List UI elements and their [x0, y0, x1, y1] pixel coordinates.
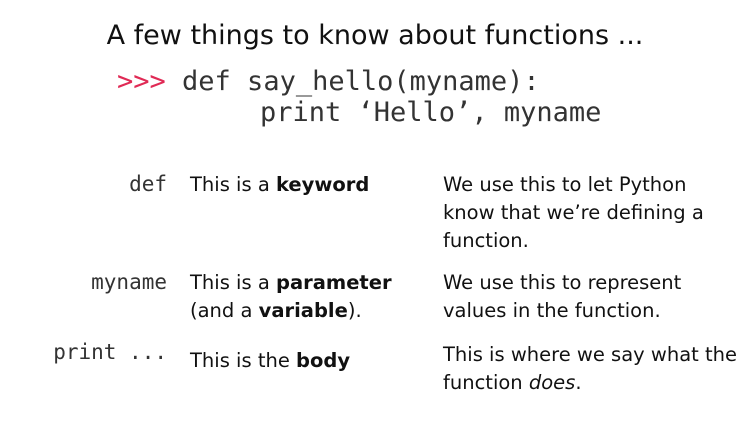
desc-text: This is a: [190, 173, 276, 196]
desc-bold-term: keyword: [275, 173, 370, 196]
term-myname: myname: [91, 270, 167, 294]
desc-myname: This is a parameter (and a variable).: [190, 269, 425, 325]
note-text: This is where we say what the function: [443, 343, 738, 394]
python-prompt: >>>: [117, 66, 166, 97]
desc-paren-bold: variable: [258, 299, 348, 322]
slide-title: A few things to know about functions ...: [106, 20, 644, 51]
desc-bold-term: parameter: [275, 271, 392, 294]
desc-print: This is the body: [190, 347, 425, 375]
desc-text: This is the: [190, 349, 297, 372]
code-line-print: print ‘Hello’, myname: [260, 97, 602, 128]
code-def-text: def say_hello(myname):: [165, 66, 540, 97]
term-print: print ...: [53, 340, 167, 364]
desc-paren-close: ).: [347, 299, 362, 322]
note-myname: We use this to represent values in the f…: [443, 269, 743, 325]
note-text: We use this to represent values in the f…: [443, 271, 682, 322]
note-print: This is where we say what the function d…: [443, 341, 743, 397]
note-def: We use this to let Python know that we’r…: [443, 171, 743, 255]
desc-bold-term: body: [296, 349, 351, 372]
desc-paren-text: (and a: [190, 299, 259, 322]
desc-def: This is a keyword: [190, 171, 425, 199]
note-end: .: [575, 371, 582, 394]
term-def: def: [129, 172, 167, 196]
desc-text: This is a: [190, 271, 276, 294]
note-emphasis: does: [528, 371, 576, 394]
code-line-def: >>> def say_hello(myname):: [117, 66, 540, 97]
note-text: We use this to let Python know that we’r…: [443, 173, 704, 252]
